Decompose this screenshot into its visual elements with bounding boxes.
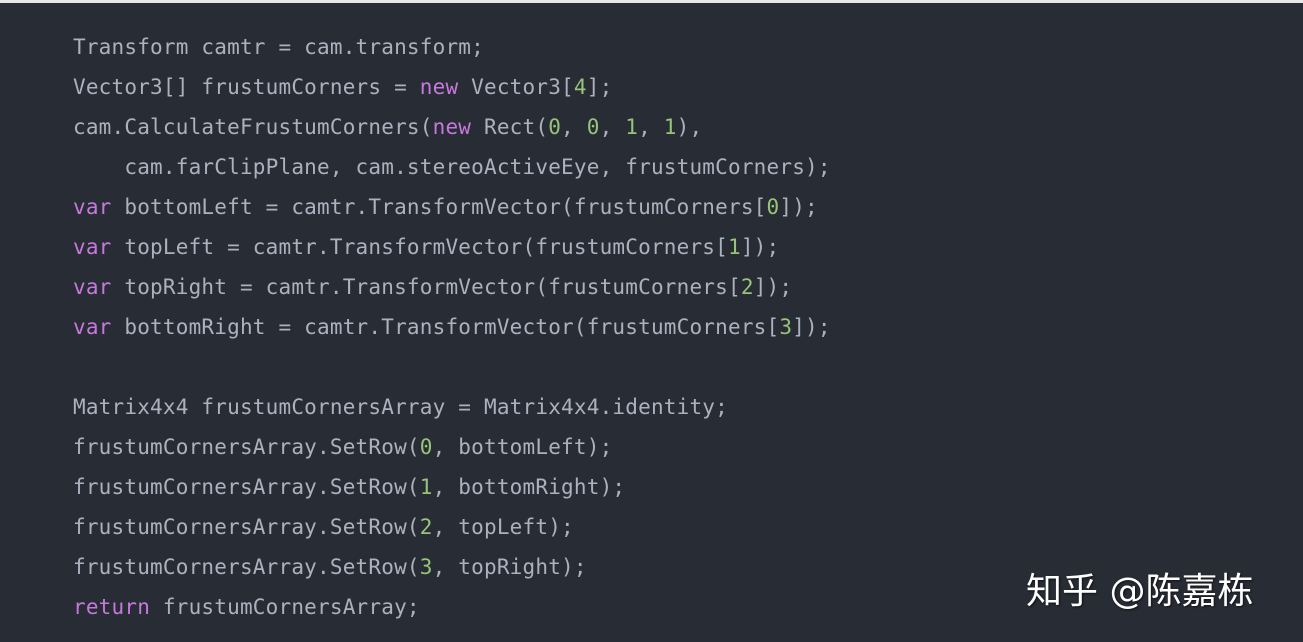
code-line: cam.CalculateFrustumCorners(new Rect(0, … [73,107,831,147]
code-text: , [638,115,664,139]
code-text: bottomRight = camtr.TransformVector(frus… [111,315,780,339]
code-keyword: var [73,315,112,339]
code-text: ]); [779,195,818,219]
code-number: 0 [419,435,433,459]
code-text: Rect( [471,115,549,139]
code-line: frustumCornersArray.SetRow(2, topLeft); [73,507,831,547]
code-number: 1 [663,115,677,139]
code-line: frustumCornersArray.SetRow(0, bottomLeft… [73,427,831,467]
code-number: 2 [419,515,433,539]
code-line: frustumCornersArray.SetRow(1, bottomRigh… [73,467,831,507]
code-text: topLeft = camtr.TransformVector(frustumC… [111,235,728,259]
code-line [73,347,831,387]
code-text: frustumCornersArray.SetRow( [73,475,420,499]
code-line: return frustumCornersArray; [73,587,831,627]
code-keyword: new [432,115,472,139]
code-number: 1 [625,115,639,139]
code-line: Vector3[] frustumCorners = new Vector3[4… [73,67,831,107]
code-text: ]); [753,275,793,299]
code-number: 0 [766,195,780,219]
code-number: 4 [573,75,587,99]
code-keyword: var [73,275,112,299]
code-text: Matrix4x4 frustumCornersArray = Matrix4x… [73,395,728,419]
code-text: Vector3[] frustumCorners = [73,75,420,99]
code-number: 0 [586,115,600,139]
code-text: frustumCornersArray.SetRow( [73,435,420,459]
code-keyword: var [73,235,112,259]
code-line: var bottomLeft = camtr.TransformVector(f… [73,187,831,227]
code-number: 1 [419,475,433,499]
code-text: , topRight); [432,555,587,579]
code-text: , [599,115,626,139]
code-line: var topRight = camtr.TransformVector(fru… [73,267,831,307]
code-keyword: return [73,595,151,619]
zhihu-watermark: 知乎 @陈嘉栋 [1026,571,1254,612]
code-number: 0 [548,115,562,139]
code-text: ), [676,115,703,139]
code-number: 3 [779,315,793,339]
code-text: , [561,115,587,139]
code-text: , topLeft); [432,515,574,539]
code-line: cam.farClipPlane, cam.stereoActiveEye, f… [73,147,831,187]
code-text: , bottomRight); [432,475,626,499]
code-keyword: new [419,75,459,99]
code-text: ]); [792,315,831,339]
code-number: 3 [419,555,433,579]
code-text: cam.farClipPlane, cam.stereoActiveEye, f… [73,155,831,179]
code-text: Vector3[ [458,75,574,99]
code-line: frustumCornersArray.SetRow(3, topRight); [73,547,831,587]
code-number: 2 [740,275,754,299]
code-content[interactable]: Transform camtr = cam.transform; Vector3[… [73,27,831,627]
code-text: , bottomLeft); [432,435,613,459]
code-line: var bottomRight = camtr.TransformVector(… [73,307,831,347]
code-text: topRight = camtr.TransformVector(frustum… [111,275,741,299]
code-block[interactable]: Transform camtr = cam.transform; Vector3[… [0,3,1303,642]
code-text: cam.CalculateFrustumCorners( [73,115,433,139]
code-line: Transform camtr = cam.transform; [73,27,831,67]
code-line: var topLeft = camtr.TransformVector(frus… [73,227,831,267]
code-text: frustumCornersArray.SetRow( [73,515,420,539]
code-text: Transform camtr = cam.transform; [73,35,484,59]
code-text: frustumCornersArray.SetRow( [73,555,420,579]
code-number: 1 [728,235,741,259]
code-text: bottomLeft = camtr.TransformVector(frust… [111,195,767,219]
code-text: frustumCornersArray; [150,595,420,619]
code-keyword: var [73,195,112,219]
code-text: ]); [740,235,780,259]
code-line: Matrix4x4 frustumCornersArray = Matrix4x… [73,387,831,427]
page-top-border [0,0,1303,3]
code-text: ]; [586,75,613,99]
